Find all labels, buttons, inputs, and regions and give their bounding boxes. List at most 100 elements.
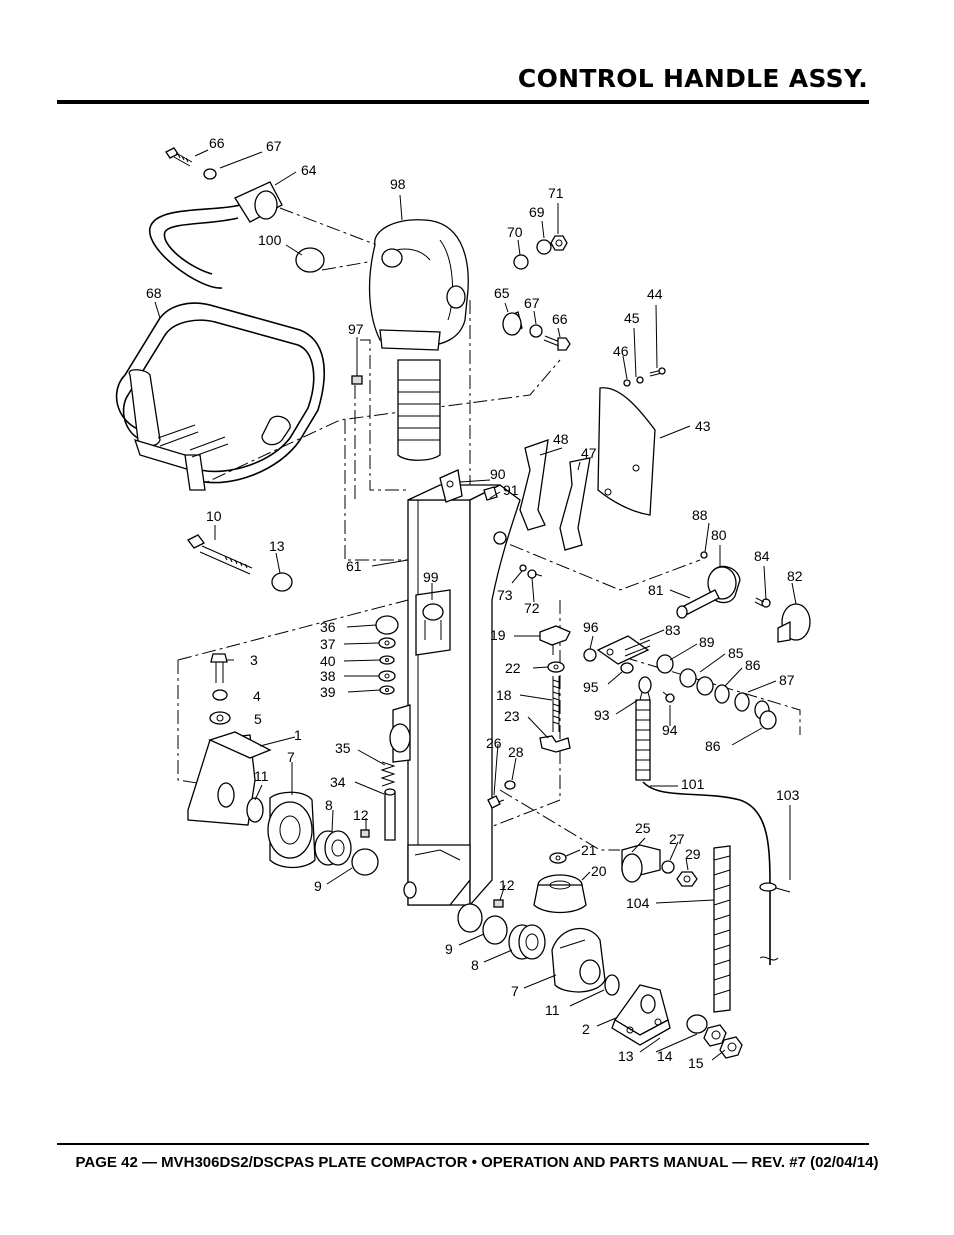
callout-87: 87: [779, 672, 795, 688]
mount-8-left: [314, 830, 352, 866]
callout-21: 21: [581, 842, 597, 858]
callout-65: 65: [494, 285, 510, 301]
screw-72: [527, 569, 543, 579]
stud-18: [552, 676, 560, 732]
plug-88: [700, 551, 708, 559]
knob-82: [777, 603, 811, 643]
washer-73: [519, 564, 527, 572]
callout-81: 81: [648, 582, 664, 598]
callout-4: 4: [253, 688, 261, 704]
callout-47: 47: [581, 445, 597, 461]
clamp-block: [389, 704, 411, 763]
callout-34: 34: [330, 774, 346, 790]
bolt-3: [210, 653, 228, 683]
nut-71: [550, 235, 568, 251]
callout-11: 11: [254, 768, 269, 784]
callout-19: 19: [490, 627, 506, 643]
callout-103: 103: [776, 787, 800, 803]
callout-46: 46: [613, 343, 629, 359]
handle-bar-68: [115, 302, 325, 491]
callout-7: 7: [287, 749, 295, 765]
nut-22: [547, 661, 565, 673]
callout-labels: 66 67 64 98 71 69 70 100 68 65 67 66 44 …: [146, 135, 803, 1071]
callout-18: 18: [496, 687, 512, 703]
callout-98: 98: [390, 176, 406, 192]
callout-8b: 8: [471, 957, 479, 973]
callout-13b: 13: [618, 1048, 634, 1064]
mount-20: [533, 874, 587, 914]
handle-head-98: [368, 219, 469, 351]
callout-1: 1: [294, 727, 302, 743]
callout-80: 80: [711, 527, 727, 543]
callout-29: 29: [685, 846, 701, 862]
callout-82: 82: [787, 568, 803, 584]
callout-38: 38: [320, 668, 336, 684]
washer-96: [583, 648, 597, 662]
page-title: CONTROL HANDLE ASSY.: [517, 64, 868, 93]
callout-104: 104: [626, 895, 650, 911]
callout-91: 91: [503, 482, 519, 498]
cap-100: [295, 247, 325, 273]
callout-39: 39: [320, 684, 336, 700]
bolt-66: [543, 335, 571, 351]
grommet-99: [415, 589, 451, 656]
bolt-66-top: [165, 147, 193, 167]
clip-103: [759, 882, 791, 893]
callout-96: 96: [583, 619, 599, 635]
callout-2: 2: [582, 1021, 590, 1037]
washer-67: [529, 324, 543, 338]
washer-11-left: [246, 797, 264, 823]
leader-lines: [154, 149, 797, 1061]
footer-rule: [57, 1143, 869, 1145]
callout-66: 66: [209, 135, 225, 151]
callout-73: 73: [497, 587, 513, 603]
callout-85: 85: [728, 645, 744, 661]
washer-70: [513, 254, 529, 270]
callout-3: 3: [250, 652, 258, 668]
washer-38: [378, 670, 396, 682]
clamp-25: [621, 844, 661, 883]
washer-11-right: [604, 974, 620, 996]
mount-8-right: [508, 924, 546, 960]
spring-35: [380, 761, 396, 787]
title-rule: [57, 100, 869, 104]
callout-13: 13: [269, 538, 285, 554]
wing-nut-23: [539, 735, 571, 753]
grip-64: [149, 181, 283, 289]
callout-9b: 9: [445, 941, 453, 957]
screw-84: [754, 597, 771, 608]
callout-23: 23: [504, 708, 520, 724]
callout-67b: 67: [524, 295, 540, 311]
washer-46: [623, 379, 631, 387]
screw-44: [649, 367, 666, 377]
callout-48: 48: [553, 431, 569, 447]
washer-45: [636, 376, 644, 384]
lever-47: [559, 457, 591, 551]
screw-94: [662, 691, 675, 703]
callout-70: 70: [507, 224, 523, 240]
callout-11b: 11: [545, 1002, 560, 1018]
fitting-91: [483, 486, 507, 545]
callout-7b: 7: [511, 983, 519, 999]
lever-81: [676, 589, 720, 619]
nut-29: [676, 871, 698, 887]
callout-90: 90: [490, 466, 506, 482]
callout-8: 8: [325, 797, 333, 813]
washer-67-top: [203, 168, 217, 180]
callout-100: 100: [258, 232, 282, 248]
key-12-right: [493, 899, 504, 908]
callout-88: 88: [692, 507, 708, 523]
callout-22: 22: [505, 660, 521, 676]
bolt-10: [187, 534, 253, 575]
washer-4: [212, 689, 228, 701]
column-61: [403, 484, 521, 933]
nut-21: [549, 852, 567, 864]
callout-72: 72: [524, 600, 540, 616]
washer-40: [379, 655, 395, 665]
spring-washer-69: [536, 239, 552, 255]
callout-28: 28: [508, 744, 524, 760]
callout-35: 35: [335, 740, 351, 756]
callout-15: 15: [688, 1055, 704, 1071]
mount-7-right: [551, 927, 606, 993]
